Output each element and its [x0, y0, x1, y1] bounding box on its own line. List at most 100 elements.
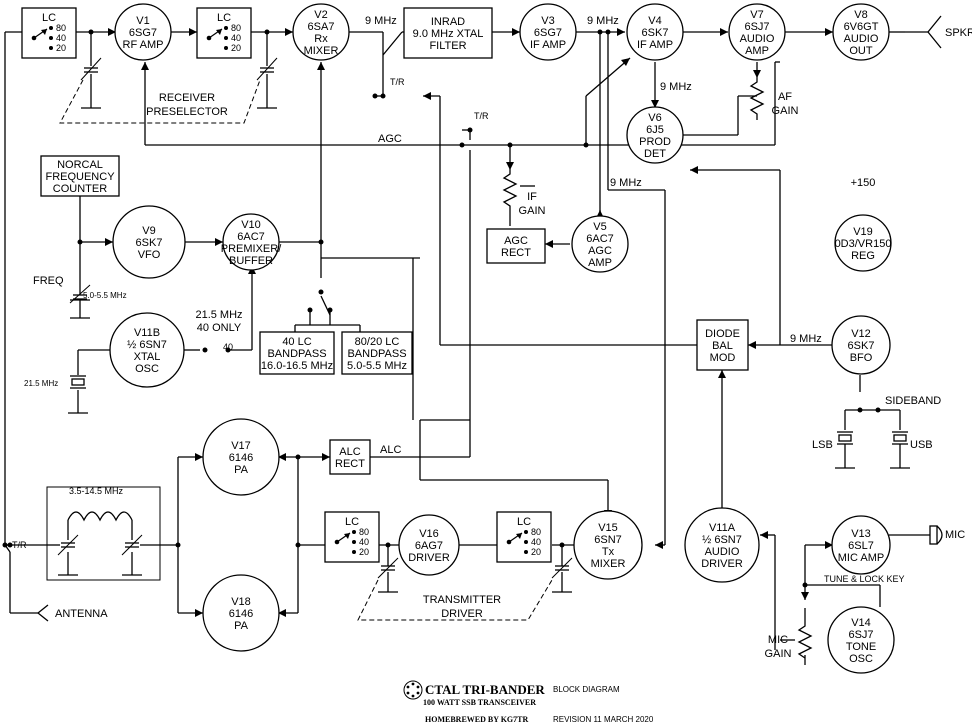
tube-v6-line0: V6 — [648, 112, 661, 124]
label-9mhz-2: 9 MHz — [587, 15, 619, 27]
block-diode-line1: BAL — [712, 340, 733, 352]
tube-v15-line2: Tx — [602, 546, 615, 558]
block-diode-frame — [696, 319, 749, 371]
block-lc40-line2: 16.0-16.5 MHz — [261, 360, 333, 372]
lc-switch-lc3-contact1 — [352, 540, 356, 544]
tube-v15-circle — [573, 510, 643, 580]
tube-v13-line2: MIC AMP — [838, 552, 884, 564]
lc-switch-lc4-frame — [496, 511, 552, 563]
tube-v18-circle — [202, 574, 280, 652]
label-vfo-range: 5.0-5.5 MHz — [83, 291, 127, 300]
lc-switch-lc3-frame — [324, 511, 380, 563]
lc-switch-lc3-arrow — [344, 533, 350, 539]
lc-switch-lc4-band1: 40 — [531, 537, 541, 547]
block-inrad-line0: INRAD — [431, 16, 465, 28]
block-inrad-line1: 9.0 MHz XTAL — [413, 28, 484, 40]
tube-v8-line0: V8 — [854, 9, 867, 21]
block-agc_rect-line1: RECT — [501, 247, 531, 259]
label-tr-1: T/R — [390, 77, 405, 87]
tube-v5-line1: 6AC7 — [586, 233, 614, 245]
tube-v14-circle — [827, 606, 895, 674]
lc-switch-lc3-band2: 20 — [359, 547, 369, 557]
lc-switch-lc2-band0: 80 — [231, 23, 241, 33]
block-lc40-line0: 40 LC — [282, 336, 311, 348]
label-9mhz-4: 9 MHz — [610, 177, 642, 189]
homebrew-text: HOMEBREWED BY KG7TR — [425, 715, 528, 724]
tube-v7-line0: V7 — [750, 9, 763, 21]
tube-v2-line1: 6SA7 — [308, 21, 335, 33]
tube-v10-line1: 6AC7 — [237, 231, 265, 243]
tube-v13-circle — [831, 515, 891, 575]
title-block: CTAL TRI-BANDER 100 WATT SSB TRANSCEIVER… — [403, 680, 654, 724]
tube-v18-line0: V18 — [231, 596, 251, 608]
label-9mhz-5: 9 MHz — [790, 333, 822, 345]
label-af: AF — [778, 91, 792, 103]
label-preselector: PRESELECTOR — [146, 106, 228, 118]
labels: 9 MHz 9 MHz 9 MHz 9 MHz 9 MHz AGC ALC T/… — [12, 15, 972, 660]
tube-v9-line2: VFO — [138, 249, 161, 261]
tube-v11a-line2: AUDIO — [705, 546, 740, 558]
lc-switch-lc2-band2: 20 — [231, 43, 241, 53]
antenna-symbol — [36, 604, 49, 622]
junctions — [2, 29, 881, 588]
label-40: 40 — [223, 342, 233, 352]
lc-switch-lc4-contact1 — [524, 540, 528, 544]
block-counter-line0: NORCAL — [57, 159, 103, 171]
tube-v11b-line1: ½ 6SN7 — [127, 339, 167, 351]
label-freq: FREQ — [33, 275, 64, 287]
block-lc40-line1: BANDPASS — [267, 348, 326, 360]
block-counter-line2: COUNTER — [53, 183, 107, 195]
tube-v15-line3: MIXER — [591, 558, 626, 570]
tube-v3-line0: V3 — [541, 15, 554, 27]
tube-v10-circle — [222, 213, 280, 271]
block-alc_rect-line1: RECT — [335, 458, 365, 470]
label-af-gain: GAIN — [772, 105, 799, 117]
tube-v16-circle — [398, 514, 460, 576]
tube-v11b-line3: OSC — [135, 363, 159, 375]
label-9mhz-1: 9 MHz — [365, 15, 397, 27]
tube-v11b-line2: XTAL — [134, 351, 161, 363]
tube-v17-circle — [202, 418, 280, 496]
tube-v14-line0: V14 — [851, 617, 871, 629]
block-counter-line1: FREQUENCY — [45, 171, 115, 183]
tube-v5-line3: AMP — [588, 257, 612, 269]
revision-text: REVISION 11 MARCH 2020 — [553, 715, 654, 724]
block-alc_rect-line0: ALC — [339, 446, 360, 458]
label-tr-2: T/R — [474, 111, 489, 121]
lc-switch-lc4-band0: 80 — [531, 527, 541, 537]
tube-v10-line2: PREMIXER/ — [221, 243, 282, 255]
label-usb: USB — [910, 439, 933, 451]
block-inrad-frame — [403, 7, 493, 59]
variable-capacitors — [57, 57, 573, 579]
tube-v6-line3: DET — [644, 148, 666, 160]
speaker-symbol — [905, 15, 942, 49]
label-xtal-21: 21.5 MHz — [24, 379, 58, 388]
label-40-only: 40 ONLY — [197, 322, 242, 334]
tube-v9-circle — [112, 205, 186, 279]
lc-switch-lc1-band2: 20 — [56, 43, 66, 53]
lc-switch-lc4-contact0 — [524, 530, 528, 534]
label-mic: MIC — [945, 529, 965, 541]
subtitle-text: 100 WATT SSB TRANSCEIVER — [423, 698, 536, 707]
tube-v14-line3: OSC — [849, 653, 873, 665]
tube-v9-line0: V9 — [142, 225, 155, 237]
block-lc8020-line2: 5.0-5.5 MHz — [347, 360, 407, 372]
tube-v8-line1: 6V6GT — [844, 21, 879, 33]
label-sideband: SIDEBAND — [885, 395, 941, 407]
tube-v12-circle — [831, 315, 891, 375]
lc-switch-lc3-contact2 — [352, 550, 356, 554]
block-lc8020-line0: 80/20 LC — [355, 336, 400, 348]
tube-v4-line1: 6SK7 — [642, 27, 669, 39]
tube-v19-line0: V19 — [853, 226, 873, 238]
tube-v6-line2: PROD — [639, 136, 671, 148]
